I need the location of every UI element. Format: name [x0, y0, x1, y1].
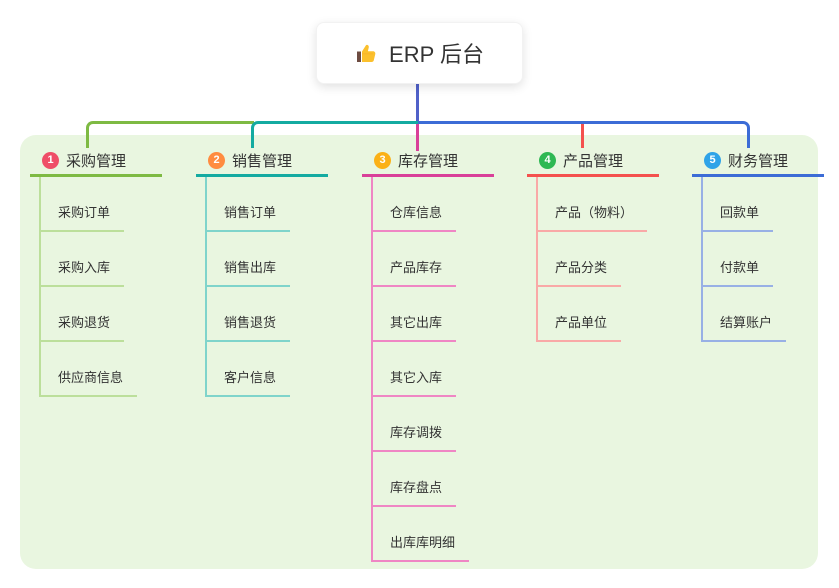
branch-title-label: 产品管理 — [563, 153, 624, 170]
connector-branch-5 — [418, 121, 750, 148]
branch-children: 回款单付款单结算账户 — [701, 177, 787, 342]
branch-column-4: 4 产品管理产品（物料）产品分类产品单位 — [527, 147, 659, 342]
connector-root-stem — [416, 84, 419, 124]
mindmap-child-node[interactable]: 采购退货 — [41, 287, 125, 342]
mindmap-child-node[interactable]: 付款单 — [703, 232, 774, 287]
mindmap-child-node[interactable]: 销售订单 — [207, 177, 291, 232]
branch-title-label: 财务管理 — [728, 153, 789, 170]
mindmap-child-node[interactable]: 采购入库 — [41, 232, 125, 287]
branch-title-label: 库存管理 — [398, 153, 459, 170]
mindmap-child-node[interactable]: 其它入库 — [373, 342, 457, 397]
branch-children: 仓库信息产品库存其它出库其它入库库存调拨库存盘点出库库明细 — [371, 177, 470, 562]
mindmap-child-node[interactable]: 采购订单 — [41, 177, 125, 232]
branches-panel — [20, 135, 818, 569]
root-node[interactable]: ERP 后台 — [316, 22, 523, 84]
mindmap-child-node[interactable]: 产品库存 — [373, 232, 457, 287]
connector-branch-4 — [581, 124, 584, 148]
branch-title-2[interactable]: 2 销售管理 — [196, 147, 328, 177]
branch-title-5[interactable]: 5 财务管理 — [692, 147, 824, 177]
branch-column-1: 1 采购管理采购订单采购入库采购退货供应商信息 — [30, 147, 162, 397]
connector-branch-2 — [251, 121, 419, 148]
branch-title-1[interactable]: 1 采购管理 — [30, 147, 162, 177]
branch-title-3[interactable]: 3 库存管理 — [362, 147, 494, 177]
mindmap-child-node[interactable]: 销售出库 — [207, 232, 291, 287]
branch-children: 产品（物料）产品分类产品单位 — [536, 177, 648, 342]
branch-column-3: 3 库存管理仓库信息产品库存其它出库其它入库库存调拨库存盘点出库库明细 — [362, 147, 494, 562]
mindmap-child-node[interactable]: 仓库信息 — [373, 177, 457, 232]
branch-title-label: 销售管理 — [232, 153, 293, 170]
mindmap-child-node[interactable]: 产品单位 — [538, 287, 622, 342]
mindmap-child-node[interactable]: 供应商信息 — [41, 342, 138, 397]
branch-title-label: 采购管理 — [66, 153, 127, 170]
branch-children: 销售订单销售出库销售退货客户信息 — [205, 177, 291, 397]
branch-column-2: 2 销售管理销售订单销售出库销售退货客户信息 — [196, 147, 328, 397]
branch-column-5: 5 财务管理回款单付款单结算账户 — [692, 147, 824, 342]
branch-title-4[interactable]: 4 产品管理 — [527, 147, 659, 177]
mindmap-child-node[interactable]: 其它出库 — [373, 287, 457, 342]
connector-branch-3 — [416, 124, 419, 151]
branch-children: 采购订单采购入库采购退货供应商信息 — [39, 177, 138, 397]
branch-number-badge: 3 — [374, 152, 391, 169]
mindmap-child-node[interactable]: 结算账户 — [703, 287, 787, 342]
mindmap-child-node[interactable]: 库存盘点 — [373, 452, 457, 507]
root-title: ERP 后台 — [389, 42, 484, 67]
mindmap-child-node[interactable]: 出库库明细 — [373, 507, 470, 562]
branch-number-badge: 4 — [539, 152, 556, 169]
branch-number-badge: 5 — [704, 152, 721, 169]
mindmap-child-node[interactable]: 产品（物料） — [538, 177, 648, 232]
mindmap-child-node[interactable]: 库存调拨 — [373, 397, 457, 452]
thumbs-up-icon — [355, 41, 379, 65]
connector-branch-1 — [86, 121, 254, 148]
mindmap-child-node[interactable]: 客户信息 — [207, 342, 291, 397]
branch-number-badge: 1 — [42, 152, 59, 169]
mindmap-child-node[interactable]: 产品分类 — [538, 232, 622, 287]
branch-number-badge: 2 — [208, 152, 225, 169]
mindmap-child-node[interactable]: 销售退货 — [207, 287, 291, 342]
mindmap-child-node[interactable]: 回款单 — [703, 177, 774, 232]
